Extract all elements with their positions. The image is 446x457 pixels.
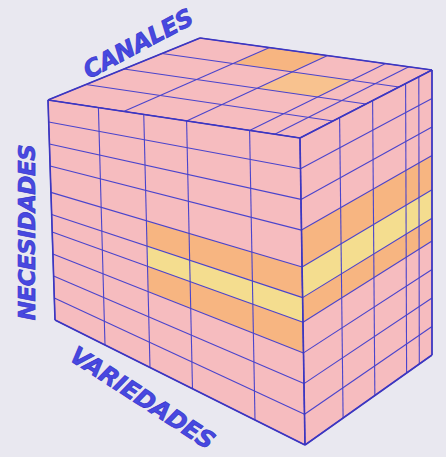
grid-line (303, 218, 432, 297)
highlight-slice (148, 266, 304, 353)
grid-line (49, 122, 301, 169)
left-face (48, 100, 305, 445)
highlight-slice (257, 72, 352, 97)
face-fill (48, 100, 305, 445)
face-fill (300, 70, 432, 445)
grid-line (49, 144, 301, 199)
grid-line (144, 114, 150, 367)
grid-line (48, 100, 300, 138)
cube-edge (300, 138, 305, 445)
grid-line (52, 232, 303, 322)
grid-line (301, 99, 433, 169)
cube-edge (48, 100, 300, 138)
cube-edge (48, 100, 55, 320)
cube-edge (431, 70, 433, 355)
grid-line (300, 138, 305, 445)
grid-line (340, 118, 344, 418)
grid-line (187, 121, 193, 389)
grid-line (431, 70, 432, 355)
grid-line (50, 166, 301, 230)
cube-edge (300, 70, 432, 138)
grid-line (162, 54, 399, 88)
highlight-slice (233, 48, 328, 72)
cube-edge (200, 38, 432, 70)
grid-line (301, 127, 432, 199)
cube-edge (305, 355, 432, 445)
right-face (300, 70, 432, 445)
grid-line (406, 84, 407, 373)
highlight-slice (303, 218, 432, 322)
grid-line (250, 130, 255, 420)
grid-line (200, 38, 432, 70)
grid-line (373, 101, 375, 396)
grid-line (305, 355, 432, 445)
grid-line (52, 214, 303, 297)
grid-line (302, 156, 433, 231)
grid-line (300, 70, 432, 138)
grid-line (302, 190, 432, 267)
axis-label: NECESIDADES (17, 144, 40, 319)
grid-line (418, 77, 420, 364)
grid-line (48, 100, 55, 320)
grid-line (98, 108, 105, 345)
grid-line (124, 69, 366, 104)
